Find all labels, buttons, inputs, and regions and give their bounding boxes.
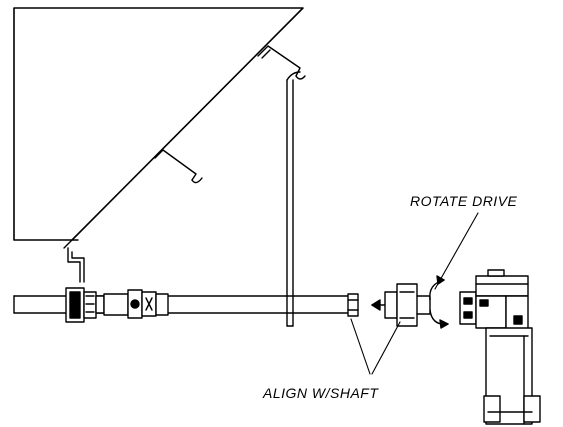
shaft-end-nut — [347, 293, 359, 317]
middle-bracket — [154, 149, 203, 184]
drive-coupler — [384, 283, 431, 327]
rotate-drive-label: ROTATE DRIVE — [410, 193, 518, 209]
vertical-support-rod — [286, 71, 301, 327]
universal-joint — [103, 289, 169, 319]
leader-lines — [350, 212, 479, 375]
upper-bracket — [257, 45, 306, 80]
lower-bracket — [63, 239, 85, 283]
rotate-drive-leader — [434, 212, 479, 290]
rotation-arrows — [429, 275, 449, 329]
alignment-arrow — [371, 299, 386, 311]
shaft-coupling — [65, 287, 105, 323]
enclosure-panel — [13, 7, 304, 241]
align-leader-coupler — [371, 321, 401, 375]
align-leader-nut — [350, 318, 371, 375]
main-shaft — [13, 295, 349, 314]
drive-assembly — [459, 269, 541, 425]
align-shaft-label: ALIGN W/SHAFT — [263, 385, 379, 401]
